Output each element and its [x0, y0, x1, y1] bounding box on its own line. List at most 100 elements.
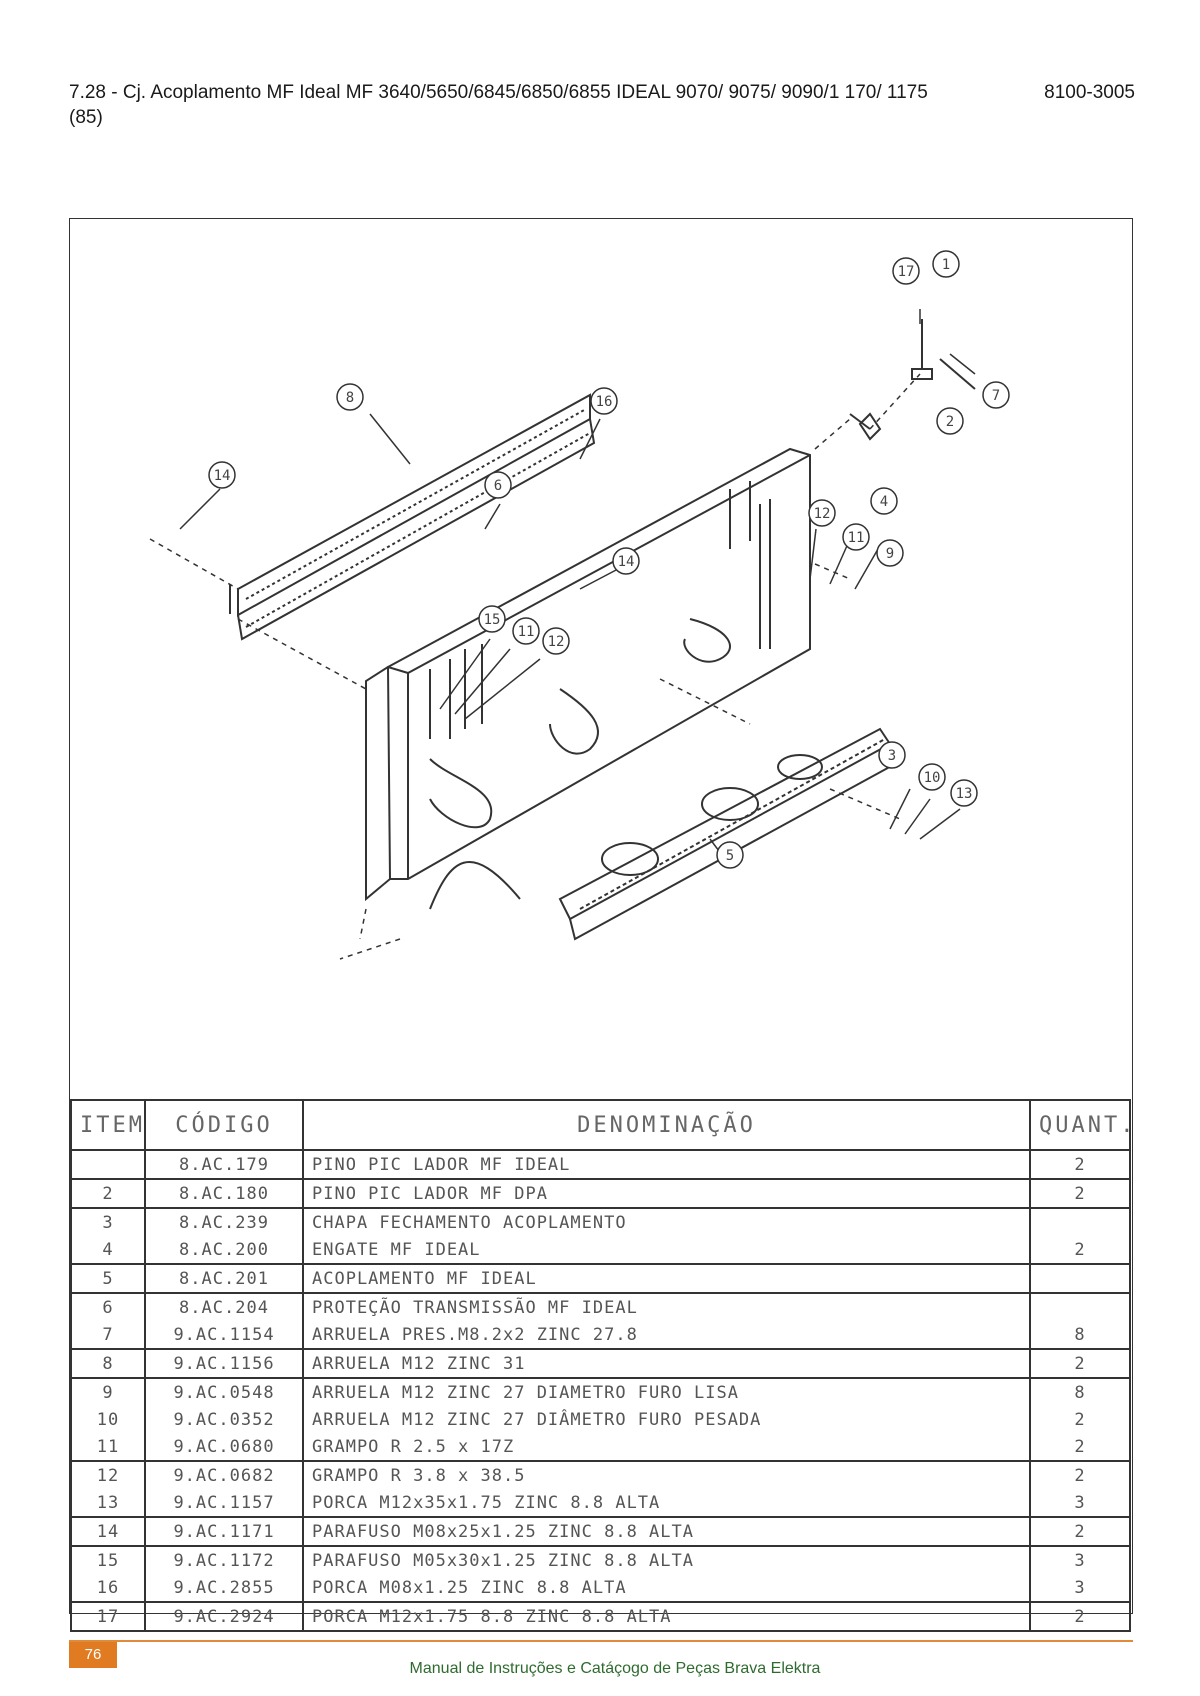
quantity-cell: 3 [1029, 1489, 1131, 1518]
callout-10: 10 [918, 763, 946, 791]
description-cell: PINO PIC LADOR MF IDEAL [302, 1150, 1031, 1180]
item-cell: 12 [70, 1461, 146, 1489]
page-title: 7.28 - Cj. Acoplamento MF Ideal MF 3640/… [69, 82, 928, 128]
callout-16: 16 [590, 387, 618, 415]
item-cell: 13 [70, 1489, 146, 1518]
code-cell: 8.AC.239 [144, 1208, 304, 1236]
svg-text:8: 8 [346, 390, 354, 406]
item-cell: 16 [70, 1574, 146, 1603]
callout-11: 11 [842, 523, 870, 551]
callout-14b: 14 [208, 461, 236, 489]
callout-8: 8 [336, 383, 364, 411]
svg-text:11: 11 [518, 624, 535, 640]
code-cell: 9.AC.0548 [144, 1378, 304, 1406]
description-cell: ARRUELA M12 ZINC 27 DIAMETRO FURO LISA [302, 1378, 1031, 1406]
svg-text:12: 12 [814, 506, 831, 522]
quantity-cell: 2 [1029, 1461, 1131, 1489]
svg-text:9: 9 [886, 546, 894, 562]
svg-text:13: 13 [956, 786, 973, 802]
code-cell: 9.AC.1171 [144, 1517, 304, 1547]
code-cell: 8.AC.204 [144, 1293, 304, 1321]
callout-7: 7 [982, 381, 1010, 409]
drawing-sheet: 1 2 3 4 5 6 7 [69, 218, 1133, 1632]
quantity-cell: 2 [1029, 1602, 1131, 1632]
description-cell: PINO PIC LADOR MF DPA [302, 1179, 1031, 1209]
callout-17: 17 [892, 257, 920, 285]
code-cell: 9.AC.1172 [144, 1546, 304, 1574]
callout-12: 12 [808, 499, 836, 527]
description-cell: PARAFUSO M05x30x1.25 ZINC 8.8 ALTA [302, 1546, 1031, 1574]
bolt-assembly [849, 319, 976, 441]
footer-text: Manual de Instruções e Catáçogo de Peças… [409, 1660, 821, 1677]
code-cell: 9.AC.0352 [144, 1406, 304, 1433]
callout-5: 5 [716, 841, 744, 869]
quantity-cell [1029, 1208, 1131, 1236]
svg-text:12: 12 [548, 634, 565, 650]
svg-text:11: 11 [848, 530, 865, 546]
quantity-cell: 2 [1029, 1406, 1131, 1433]
item-cell: 10 [70, 1406, 146, 1433]
part-code: 8100-3005 [1044, 82, 1135, 103]
item-cell: 9 [70, 1378, 146, 1406]
callout-11b: 11 [512, 617, 540, 645]
description-cell: CHAPA FECHAMENTO ACOPLAMENTO [302, 1208, 1031, 1236]
svg-text:1: 1 [942, 257, 950, 273]
description-cell: ARRUELA M12 ZINC 31 [302, 1349, 1031, 1379]
item-cell: 14 [70, 1517, 146, 1547]
header-item: ITEM [70, 1099, 146, 1151]
code-cell: 8.AC.179 [144, 1150, 304, 1180]
svg-text:7: 7 [992, 388, 1000, 404]
item-cell: 15 [70, 1546, 146, 1574]
coupling-frame-part [365, 447, 811, 902]
quantity-cell [1029, 1264, 1131, 1294]
code-cell: 9.AC.2924 [144, 1602, 304, 1632]
item-cell: 17 [70, 1602, 146, 1632]
quantity-cell: 2 [1029, 1150, 1131, 1180]
svg-text:6: 6 [494, 478, 502, 494]
svg-text:3: 3 [888, 748, 896, 764]
quantity-cell: 2 [1029, 1236, 1131, 1265]
header-code: CÓDIGO [144, 1099, 304, 1151]
item-cell: 11 [70, 1433, 146, 1462]
callout-3: 3 [878, 741, 906, 769]
quantity-cell: 2 [1029, 1433, 1131, 1462]
svg-text:10: 10 [924, 770, 941, 786]
quantity-cell [1029, 1293, 1131, 1321]
description-cell: PORCA M12x1.75 8.8 ZINC 8.8 ALTA [302, 1602, 1031, 1632]
quantity-cell: 2 [1029, 1179, 1131, 1209]
callout-13: 13 [950, 779, 978, 807]
description-cell: ARRUELA PRES.M8.2x2 ZINC 27.8 [302, 1321, 1031, 1350]
svg-text:5: 5 [726, 848, 734, 864]
table-header-row: ITEM CÓDIGO DENOMINAÇÃO QUANT. [70, 1099, 1131, 1151]
code-cell: 9.AC.2855 [144, 1574, 304, 1603]
item-cell: 4 [70, 1236, 146, 1265]
description-cell: ACOPLAMENTO MF IDEAL [302, 1264, 1031, 1294]
callout-1: 1 [932, 250, 960, 278]
callout-12b: 12 [542, 627, 570, 655]
svg-text:17: 17 [898, 264, 915, 280]
code-cell: 8.AC.201 [144, 1264, 304, 1294]
svg-text:14: 14 [214, 468, 231, 484]
item-cell: 3 [70, 1208, 146, 1236]
item-cell: 6 [70, 1293, 146, 1321]
description-cell: PROTEÇÃO TRANSMISSÃO MF IDEAL [302, 1293, 1031, 1321]
header-description: DENOMINAÇÃO [302, 1099, 1031, 1151]
item-cell: 7 [70, 1321, 146, 1350]
item-cell: 8 [70, 1349, 146, 1379]
code-cell: 8.AC.200 [144, 1236, 304, 1265]
svg-text:2: 2 [946, 414, 954, 430]
page-number: 76 [69, 1642, 117, 1668]
description-cell: GRAMPO R 3.8 x 38.5 [302, 1461, 1031, 1489]
